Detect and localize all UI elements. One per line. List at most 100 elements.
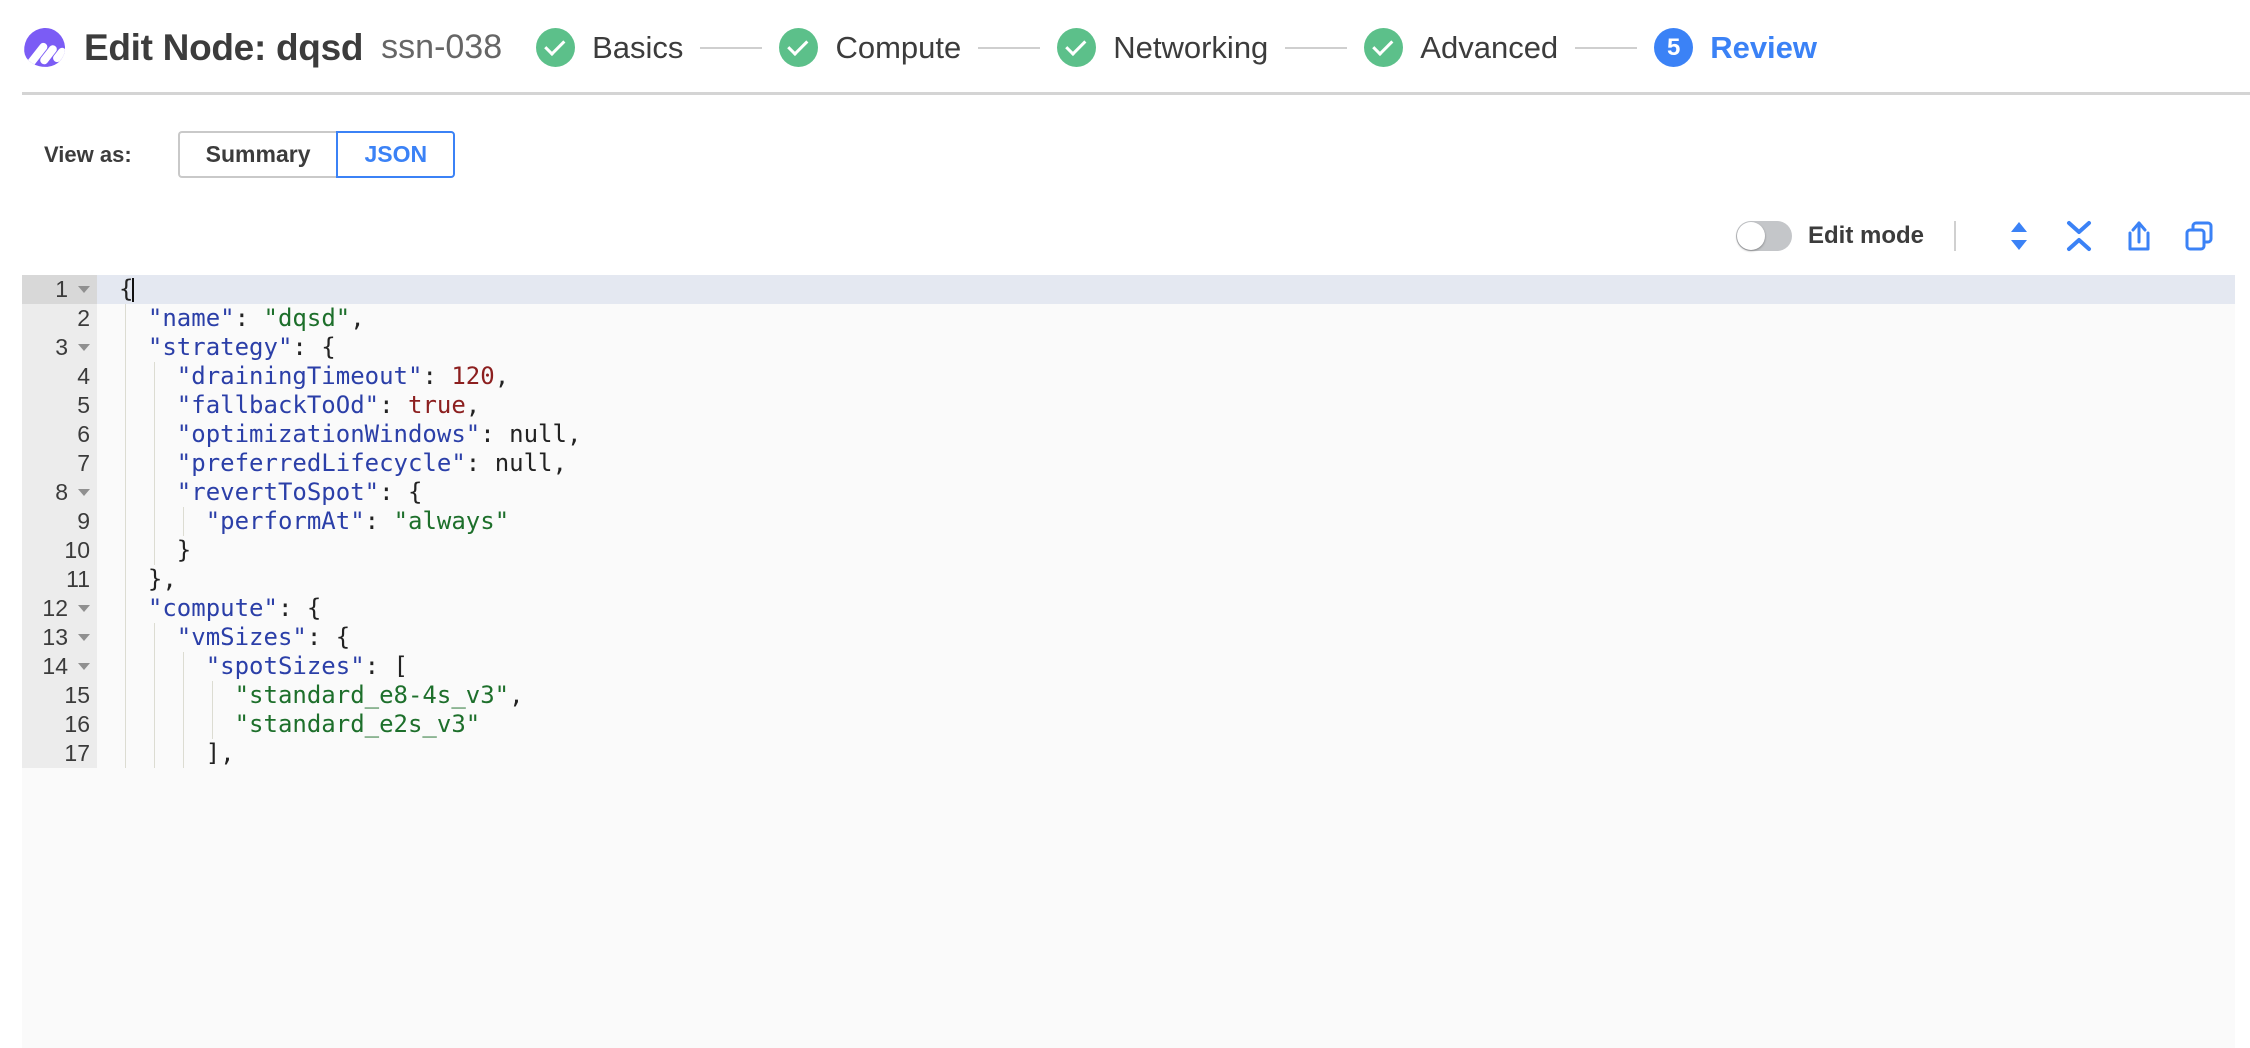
share-export-icon[interactable] xyxy=(2116,216,2162,256)
line-number: 13 xyxy=(42,624,68,650)
indent-guide xyxy=(125,478,126,507)
edit-mode-toggle[interactable] xyxy=(1735,221,1792,251)
code-text: "revertToSpot": { xyxy=(119,478,423,507)
line-number: 10 xyxy=(64,537,90,563)
edit-mode-toggle-knob xyxy=(1736,222,1765,250)
code-line[interactable]: 13 "vmSizes": { xyxy=(22,623,2235,652)
gutter-edge xyxy=(97,594,119,623)
indent-guide xyxy=(154,478,155,507)
fold-arrow-icon[interactable] xyxy=(78,489,90,496)
code-line[interactable]: 6 "optimizationWindows": null, xyxy=(22,420,2235,449)
fold-arrow-icon[interactable] xyxy=(78,286,90,293)
indent-guide xyxy=(154,710,155,739)
indent-guide xyxy=(125,681,126,710)
code-text: "name": "dqsd", xyxy=(119,304,365,333)
check-glyph xyxy=(787,34,809,56)
stepper-step-advanced[interactable]: Advanced xyxy=(1364,28,1558,67)
line-gutter: 16 xyxy=(22,710,97,739)
code-line[interactable]: 12 "compute": { xyxy=(22,594,2235,623)
gutter-edge xyxy=(97,623,119,652)
token-punct: : xyxy=(465,449,495,477)
gutter-edge xyxy=(97,478,119,507)
indent-guide xyxy=(154,362,155,391)
line-number: 12 xyxy=(42,595,68,621)
gutter-edge xyxy=(97,391,119,420)
token-punct: : xyxy=(480,420,510,448)
check-glyph xyxy=(1065,34,1087,56)
code-line[interactable]: 11 }, xyxy=(22,565,2235,594)
view-as-summary-button[interactable]: Summary xyxy=(177,131,337,178)
check-icon xyxy=(1364,28,1404,67)
code-line[interactable]: 8 "revertToSpot": { xyxy=(22,478,2235,507)
indent-guide xyxy=(125,652,126,681)
code-line[interactable]: 5 "fallbackToOd": true, xyxy=(22,391,2235,420)
json-editor[interactable]: 1{2 "name": "dqsd",3 "strategy": {4 "dra… xyxy=(22,275,2235,1048)
line-number: 14 xyxy=(42,653,68,679)
line-gutter: 4 xyxy=(22,362,97,391)
line-gutter: 15 xyxy=(22,681,97,710)
code-line[interactable]: 4 "drainingTimeout": 120, xyxy=(22,362,2235,391)
token-punct: , xyxy=(552,449,567,477)
indent-guide xyxy=(125,536,126,565)
expand-all-icon[interactable] xyxy=(1996,216,2042,256)
copy-icon[interactable] xyxy=(2176,216,2222,256)
stepper-connector xyxy=(1285,46,1348,49)
token-num: 120 xyxy=(451,362,495,390)
token-key: "vmSizes" xyxy=(176,623,307,651)
fold-arrow-icon[interactable] xyxy=(78,634,90,641)
stepper-step-compute[interactable]: Compute xyxy=(779,28,961,67)
stepper-step-basics[interactable]: Basics xyxy=(536,28,683,67)
gutter-edge xyxy=(97,710,119,739)
code-text: "strategy": { xyxy=(119,333,336,362)
fold-arrow-icon[interactable] xyxy=(78,663,90,670)
collapse-all-icon[interactable] xyxy=(2056,216,2102,256)
indent-guide xyxy=(125,449,126,478)
stepper-step-label: Compute xyxy=(835,29,962,65)
token-key: "fallbackToOd" xyxy=(176,391,380,419)
code-line[interactable]: 10 } xyxy=(22,536,2235,565)
code-text: "fallbackToOd": true, xyxy=(119,391,480,420)
code-line[interactable]: 16 "standard_e2s_v3" xyxy=(22,710,2235,739)
indent-guide xyxy=(212,710,213,739)
fold-arrow-icon[interactable] xyxy=(78,605,90,612)
stepper-connector xyxy=(700,46,763,49)
page-title: Edit Node: dqsd xyxy=(84,26,364,68)
code-line[interactable]: 1{ xyxy=(22,275,2235,304)
node-id-label: ssn-038 xyxy=(381,28,503,66)
token-null: null xyxy=(494,449,553,477)
text-cursor xyxy=(132,278,135,302)
token-punct: }, xyxy=(147,565,177,593)
code-line[interactable]: 15 "standard_e8-4s_v3", xyxy=(22,681,2235,710)
token-punct: , xyxy=(350,304,365,332)
code-line[interactable]: 3 "strategy": { xyxy=(22,333,2235,362)
code-line[interactable]: 2 "name": "dqsd", xyxy=(22,304,2235,333)
token-punct: : [ xyxy=(364,652,409,680)
fold-arrow-icon[interactable] xyxy=(78,344,90,351)
code-line[interactable]: 9 "performAt": "always" xyxy=(22,507,2235,536)
code-text: "spotSizes": [ xyxy=(119,652,408,681)
view-as-segmented-control[interactable]: Summary JSON xyxy=(177,131,456,178)
indent-guide xyxy=(154,391,155,420)
stepper-step-label: Advanced xyxy=(1420,29,1559,65)
code-line[interactable]: 14 "spotSizes": [ xyxy=(22,652,2235,681)
token-punct: , xyxy=(465,391,481,419)
line-gutter: 17 xyxy=(22,739,97,768)
code-line[interactable]: 7 "preferredLifecycle": null, xyxy=(22,449,2235,478)
line-number: 5 xyxy=(77,392,90,418)
line-number: 6 xyxy=(77,421,90,447)
code-text: "optimizationWindows": null, xyxy=(119,420,582,449)
line-number: 3 xyxy=(55,334,68,360)
token-key: "strategy" xyxy=(147,333,293,361)
edit-mode-label: Edit mode xyxy=(1807,222,1924,249)
stepper-connector xyxy=(1575,46,1638,49)
stepper-step-networking[interactable]: Networking xyxy=(1057,28,1268,67)
indent-guide xyxy=(183,652,184,681)
view-as-json-button[interactable]: JSON xyxy=(336,131,456,178)
line-gutter: 3 xyxy=(22,333,97,362)
token-punct: : { xyxy=(379,478,423,506)
code-line[interactable]: 17 ], xyxy=(22,739,2235,768)
token-key: "spotSizes" xyxy=(205,652,365,680)
indent-guide xyxy=(154,681,155,710)
token-punct: , xyxy=(566,420,582,448)
